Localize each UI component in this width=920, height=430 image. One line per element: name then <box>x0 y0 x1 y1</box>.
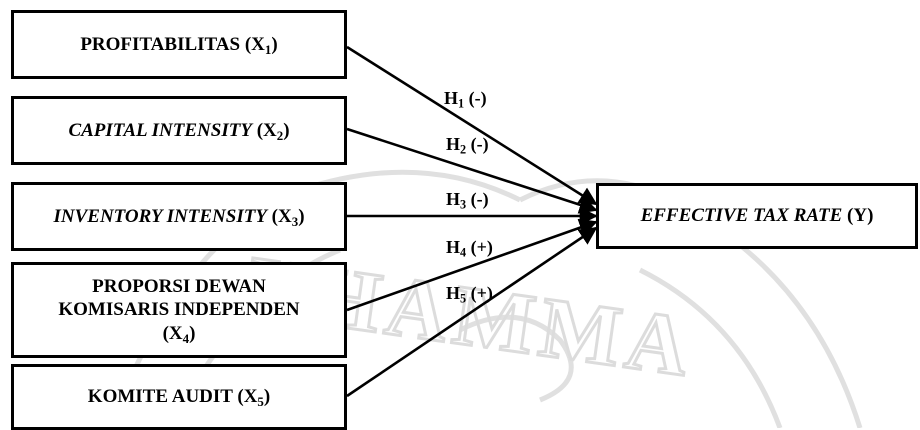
box-inventory-intensity-part: 3 <box>291 213 299 229</box>
box-profitabilitas-text: PROFITABILITAS (X1) <box>80 33 277 56</box>
label-h2: H2 (-) <box>446 134 489 157</box>
box-komite-audit-part: ) <box>263 386 271 408</box>
hypothesis-letter: H <box>444 88 459 108</box>
hypothesis-sign: (-) <box>464 88 487 108</box>
hypothesis-number: 5 <box>460 291 467 306</box>
hypothesis-number: 2 <box>460 142 467 157</box>
arrow-h2 <box>346 127 598 214</box>
box-proporsi-dewan-komisaris-part: ) <box>189 322 196 344</box>
box-profitabilitas-part: ) <box>271 33 278 55</box>
label-h5: H5 (+) <box>446 283 493 306</box>
box-capital-intensity-part: ) <box>283 119 290 141</box>
hypothesis-sign: (+) <box>466 283 493 303</box>
box-proporsi-dewan-komisaris-part: KOMISARIS INDEPENDEN <box>58 299 300 321</box>
hypothesis-letter: H <box>446 283 461 303</box>
box-profitabilitas-part: 1 <box>264 41 272 57</box>
box-inventory-intensity-part: ) <box>298 205 305 227</box>
hypothesis-letter: H <box>446 134 461 154</box>
box-proporsi-dewan-komisaris-part: 4 <box>182 330 190 346</box>
hypothesis-number: 1 <box>458 96 465 111</box>
arrow-h5 <box>346 226 598 398</box>
box-profitabilitas: PROFITABILITAS (X1) <box>11 10 347 79</box>
box-effective-tax-rate-part: EFFECTIVE TAX RATE <box>640 205 843 227</box>
box-capital-intensity-text: CAPITAL INTENSITY (X2) <box>68 119 289 142</box>
box-capital-intensity: CAPITAL INTENSITY (X2) <box>11 96 347 165</box>
box-capital-intensity-part: (X <box>251 119 277 141</box>
box-effective-tax-rate-text: EFFECTIVE TAX RATE (Y) <box>641 204 874 227</box>
label-h1: H1 (-) <box>444 88 487 111</box>
box-inventory-intensity: INVENTORY INTENSITY (X3) <box>11 182 347 251</box>
hypothesis-number: 3 <box>460 197 467 212</box>
hypothesis-sign: (-) <box>466 189 489 209</box>
box-inventory-intensity-part: (X <box>266 205 292 227</box>
box-inventory-intensity-part: INVENTORY INTENSITY <box>53 205 267 227</box>
box-profitabilitas-part: PROFITABILITAS (X <box>80 33 265 55</box>
box-proporsi-dewan-komisaris-part: (X <box>162 322 183 344</box>
box-capital-intensity-part: CAPITAL INTENSITY <box>68 119 252 141</box>
label-h3: H3 (-) <box>446 189 489 212</box>
box-inventory-intensity-text: INVENTORY INTENSITY (X3) <box>53 205 304 228</box>
box-proporsi-dewan-komisaris-part: PROPORSI DEWAN <box>92 276 266 298</box>
box-effective-tax-rate-part: (Y) <box>842 205 874 227</box>
hypothesis-number: 4 <box>460 245 467 260</box>
box-komite-audit-part: 5 <box>257 394 264 410</box>
box-komite-audit-part: KOMITE AUDIT (X <box>87 386 258 408</box>
box-komite-audit-text: KOMITE AUDIT (X5) <box>88 385 270 408</box>
label-h4: H4 (+) <box>446 237 493 260</box>
box-effective-tax-rate: EFFECTIVE TAX RATE (Y) <box>596 183 918 249</box>
hypothesis-sign: (-) <box>466 134 489 154</box>
arrow-h1 <box>346 45 598 206</box>
hypothesis-letter: H <box>446 189 461 209</box>
arrow-h4 <box>346 218 598 312</box>
hypothesis-sign: (+) <box>466 237 493 257</box>
box-komite-audit: KOMITE AUDIT (X5) <box>11 364 347 430</box>
hypothesis-letter: H <box>446 237 461 257</box>
box-capital-intensity-part: 2 <box>276 127 284 143</box>
